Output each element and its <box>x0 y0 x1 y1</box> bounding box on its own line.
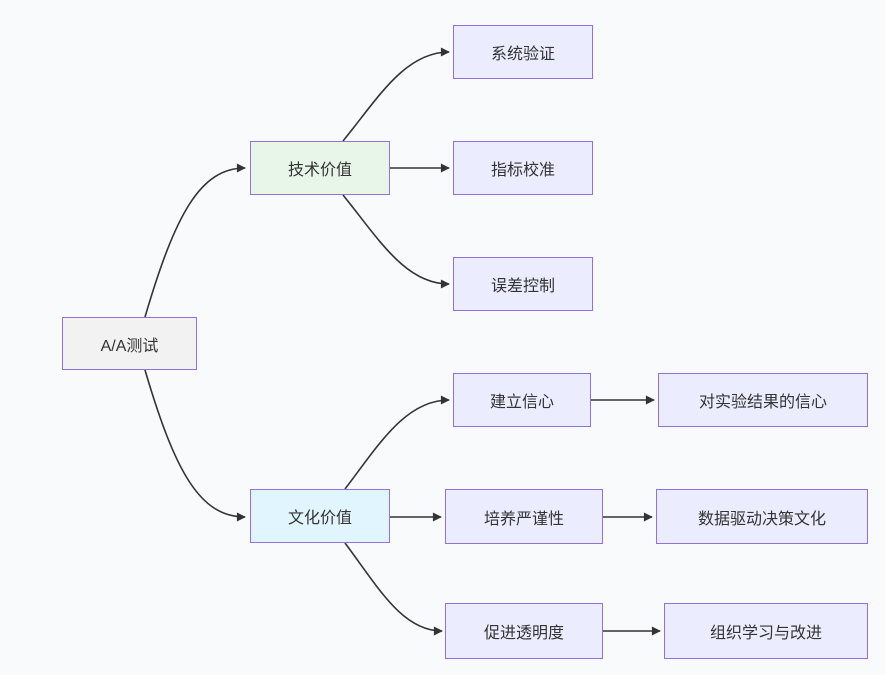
node-metric-calibration-label: 指标校准 <box>490 162 555 179</box>
node-cultural-value-label: 文化价值 <box>287 510 352 527</box>
edge-tech-to-sys <box>342 47 450 142</box>
node-confidence-in-results-label: 对实验结果的信心 <box>698 394 827 411</box>
node-org-learning-improvement: 组织学习与改进 <box>664 603 868 659</box>
node-promote-transparency-label: 促进透明度 <box>483 625 564 642</box>
node-technical-value-label: 技术价值 <box>287 162 352 179</box>
node-system-verification-label: 系统验证 <box>490 46 555 63</box>
node-data-driven-culture-label: 数据驱动决策文化 <box>697 510 826 528</box>
node-metric-calibration: 指标校准 <box>453 141 593 195</box>
node-cultivate-rigor: 培养严谨性 <box>445 489 603 544</box>
node-cultural-value: 文化价值 <box>250 489 390 543</box>
node-technical-value: 技术价值 <box>250 141 390 195</box>
edge-culture-to-transparency <box>344 542 443 636</box>
node-build-confidence: 建立信心 <box>453 373 591 427</box>
edge-culture-to-confidence <box>344 395 450 490</box>
edge-root-to-culture <box>144 369 246 522</box>
node-data-driven-culture: 数据驱动决策文化 <box>656 489 868 544</box>
node-promote-transparency: 促进透明度 <box>445 603 603 659</box>
node-aa-test-label: A/A测试 <box>100 337 159 355</box>
node-confidence-in-results: 对实验结果的信心 <box>658 373 868 427</box>
node-error-control: 误差控制 <box>453 257 593 311</box>
node-org-learning-improvement-label: 组织学习与改进 <box>709 625 822 642</box>
node-cultivate-rigor-label: 培养严谨性 <box>483 510 564 528</box>
edge-root-to-tech <box>144 163 246 318</box>
node-error-control-label: 误差控制 <box>490 278 555 295</box>
node-system-verification: 系统验证 <box>453 25 593 79</box>
node-aa-test: A/A测试 <box>62 317 197 370</box>
edge-tech-to-error <box>342 194 450 289</box>
node-build-confidence-label: 建立信心 <box>489 394 554 411</box>
